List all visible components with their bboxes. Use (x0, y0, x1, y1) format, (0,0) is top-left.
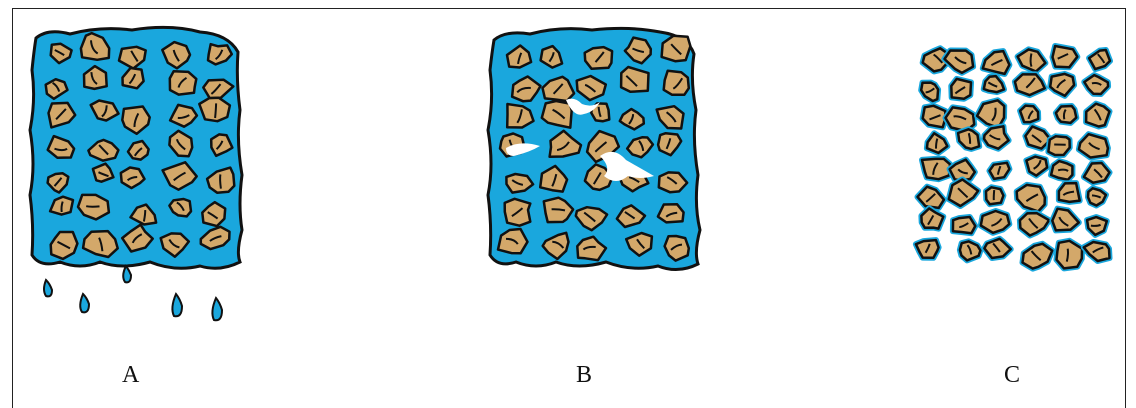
panel-label-a: A (122, 362, 139, 389)
panel-a (30, 27, 242, 320)
grain-crack (61, 202, 62, 212)
soil-grain (1048, 136, 1069, 155)
water-drop (212, 298, 222, 320)
panel-label-b: B (576, 362, 592, 389)
grain-crack (552, 209, 565, 210)
soil-grain (1020, 106, 1038, 123)
grain-crack (1067, 249, 1068, 262)
water-drop (123, 266, 131, 282)
soil-grain (1052, 209, 1079, 231)
panel-a-drips (44, 266, 222, 320)
panel-c (916, 46, 1110, 269)
soil-grain (1057, 241, 1083, 269)
soil-grain (664, 71, 689, 95)
grain-crack (220, 174, 221, 188)
panel-label-c: C (1004, 362, 1020, 389)
grain-crack (215, 103, 216, 118)
soil-grain (621, 67, 648, 92)
soil-saturation-diagram (0, 0, 1136, 398)
panel-b (488, 28, 700, 269)
soil-grain (170, 71, 197, 94)
soil-grain (1084, 242, 1110, 261)
water-drop (44, 280, 52, 296)
water-drop (80, 294, 89, 312)
grain-crack (1091, 225, 1101, 226)
grain-crack (86, 206, 99, 207)
soil-grain (945, 51, 974, 73)
grain-crack (1031, 54, 1032, 67)
soil-grain (922, 159, 950, 179)
panel-c-grains (916, 46, 1110, 269)
water-drop (172, 294, 182, 316)
soil-grain (1056, 106, 1076, 123)
